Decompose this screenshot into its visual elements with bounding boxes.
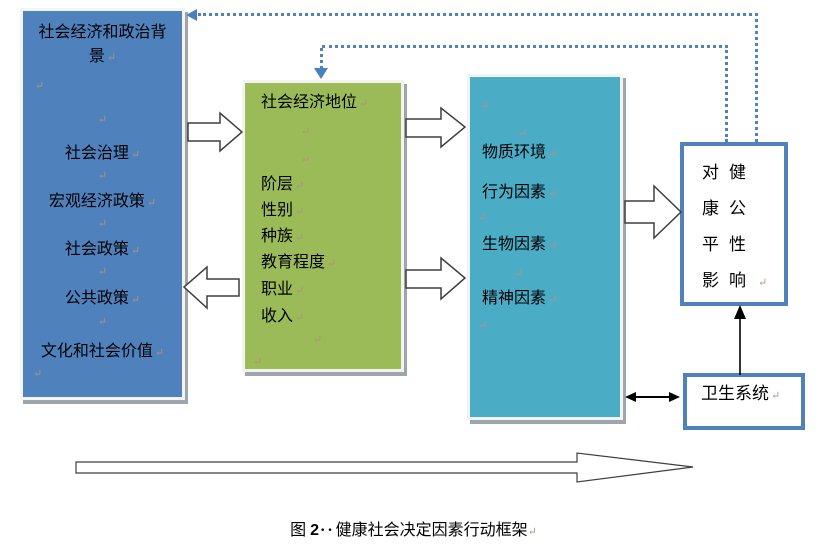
context-item: 社会政策 [23,240,182,261]
return-mark [253,357,262,368]
long-block-arrow-icon [75,452,694,483]
impact-box-line: 康公 [702,199,756,218]
context-box-title: 社会经济和政治背景 [23,21,182,70]
figure-caption-title: 健康社会决定因素行动框架 [335,522,528,539]
dotted-feedback-line-inner-downleg [320,48,323,69]
block-arrow-right-icon [624,184,683,240]
position-box: 社会经济地位 阶层 性别 种族 教育程度 职业 收入 [242,80,404,372]
context-item: 公共政策 [23,289,182,310]
return-mark [23,317,182,328]
context-item: 文化和社会价值 [23,342,182,363]
return-mark [23,219,182,230]
figure-caption-number: 2 [310,522,319,539]
impact-box-line: 对健 [702,163,756,182]
position-item: 种族 [261,227,304,248]
return-mark [518,129,527,140]
context-item: 宏观经济政策 [23,192,182,213]
impact-box-line: 平性 [702,235,756,254]
intermediary-box: 物质环境 行为因素 生物因素 精神因素 [467,74,623,420]
impact-box: 对健 康公 平性 影响 [680,142,788,306]
position-item: 职业 [261,280,304,301]
return-mark [480,101,489,112]
return-mark [478,213,487,224]
position-item: 性别 [261,201,304,222]
block-arrow-left-icon [182,265,240,310]
return-mark [301,155,310,166]
dotted-feedback-line-inner [322,45,728,48]
return-mark [23,171,182,182]
intermediary-item: 精神因素 [482,289,557,310]
return-mark [301,127,310,138]
dotted-arrowhead-down-icon [314,68,328,79]
return-mark [514,269,523,280]
intermediary-item: 行为因素 [482,183,557,204]
context-box: 社会经济和政治背景 社会治理 宏观经济政策 社会政策 公共政策 文化和社会价值 [20,8,185,400]
impact-box-line: 影响 [702,266,777,291]
space-marks: ·· [320,522,335,539]
up-arrow-icon [734,305,746,375]
block-arrow-right-icon [405,106,467,149]
dotted-feedback-line-top [198,13,758,16]
return-mark: ↵ [527,526,537,538]
return-mark [478,321,487,332]
position-box-title: 社会经济地位 [261,93,368,114]
block-arrow-right-icon [405,256,467,301]
position-item: 教育程度 [261,253,336,274]
health-system-box: 卫生系统 [683,373,805,430]
position-item: 收入 [261,307,304,328]
return-mark [313,335,322,346]
position-item: 阶层 [261,175,304,196]
return-mark [23,267,182,278]
intermediary-item: 物质环境 [482,143,557,164]
intermediary-item: 生物因素 [482,235,557,256]
figure-caption: 图 2··健康社会决定因素行动框架↵ [0,516,827,540]
block-arrow-right-icon [187,111,244,153]
dotted-feedback-line-inner-vertical [725,45,728,142]
dotted-arrowhead-left-icon [186,9,197,21]
context-item: 社会治理 [23,144,182,165]
health-system-label: 卫生系统 [701,384,780,406]
return-mark [35,81,44,92]
return-mark [23,115,182,126]
return-mark [33,369,42,380]
figure-caption-label: 图 [290,522,311,539]
double-arrow-icon [625,392,680,402]
dotted-feedback-line-top-vertical [755,13,758,142]
